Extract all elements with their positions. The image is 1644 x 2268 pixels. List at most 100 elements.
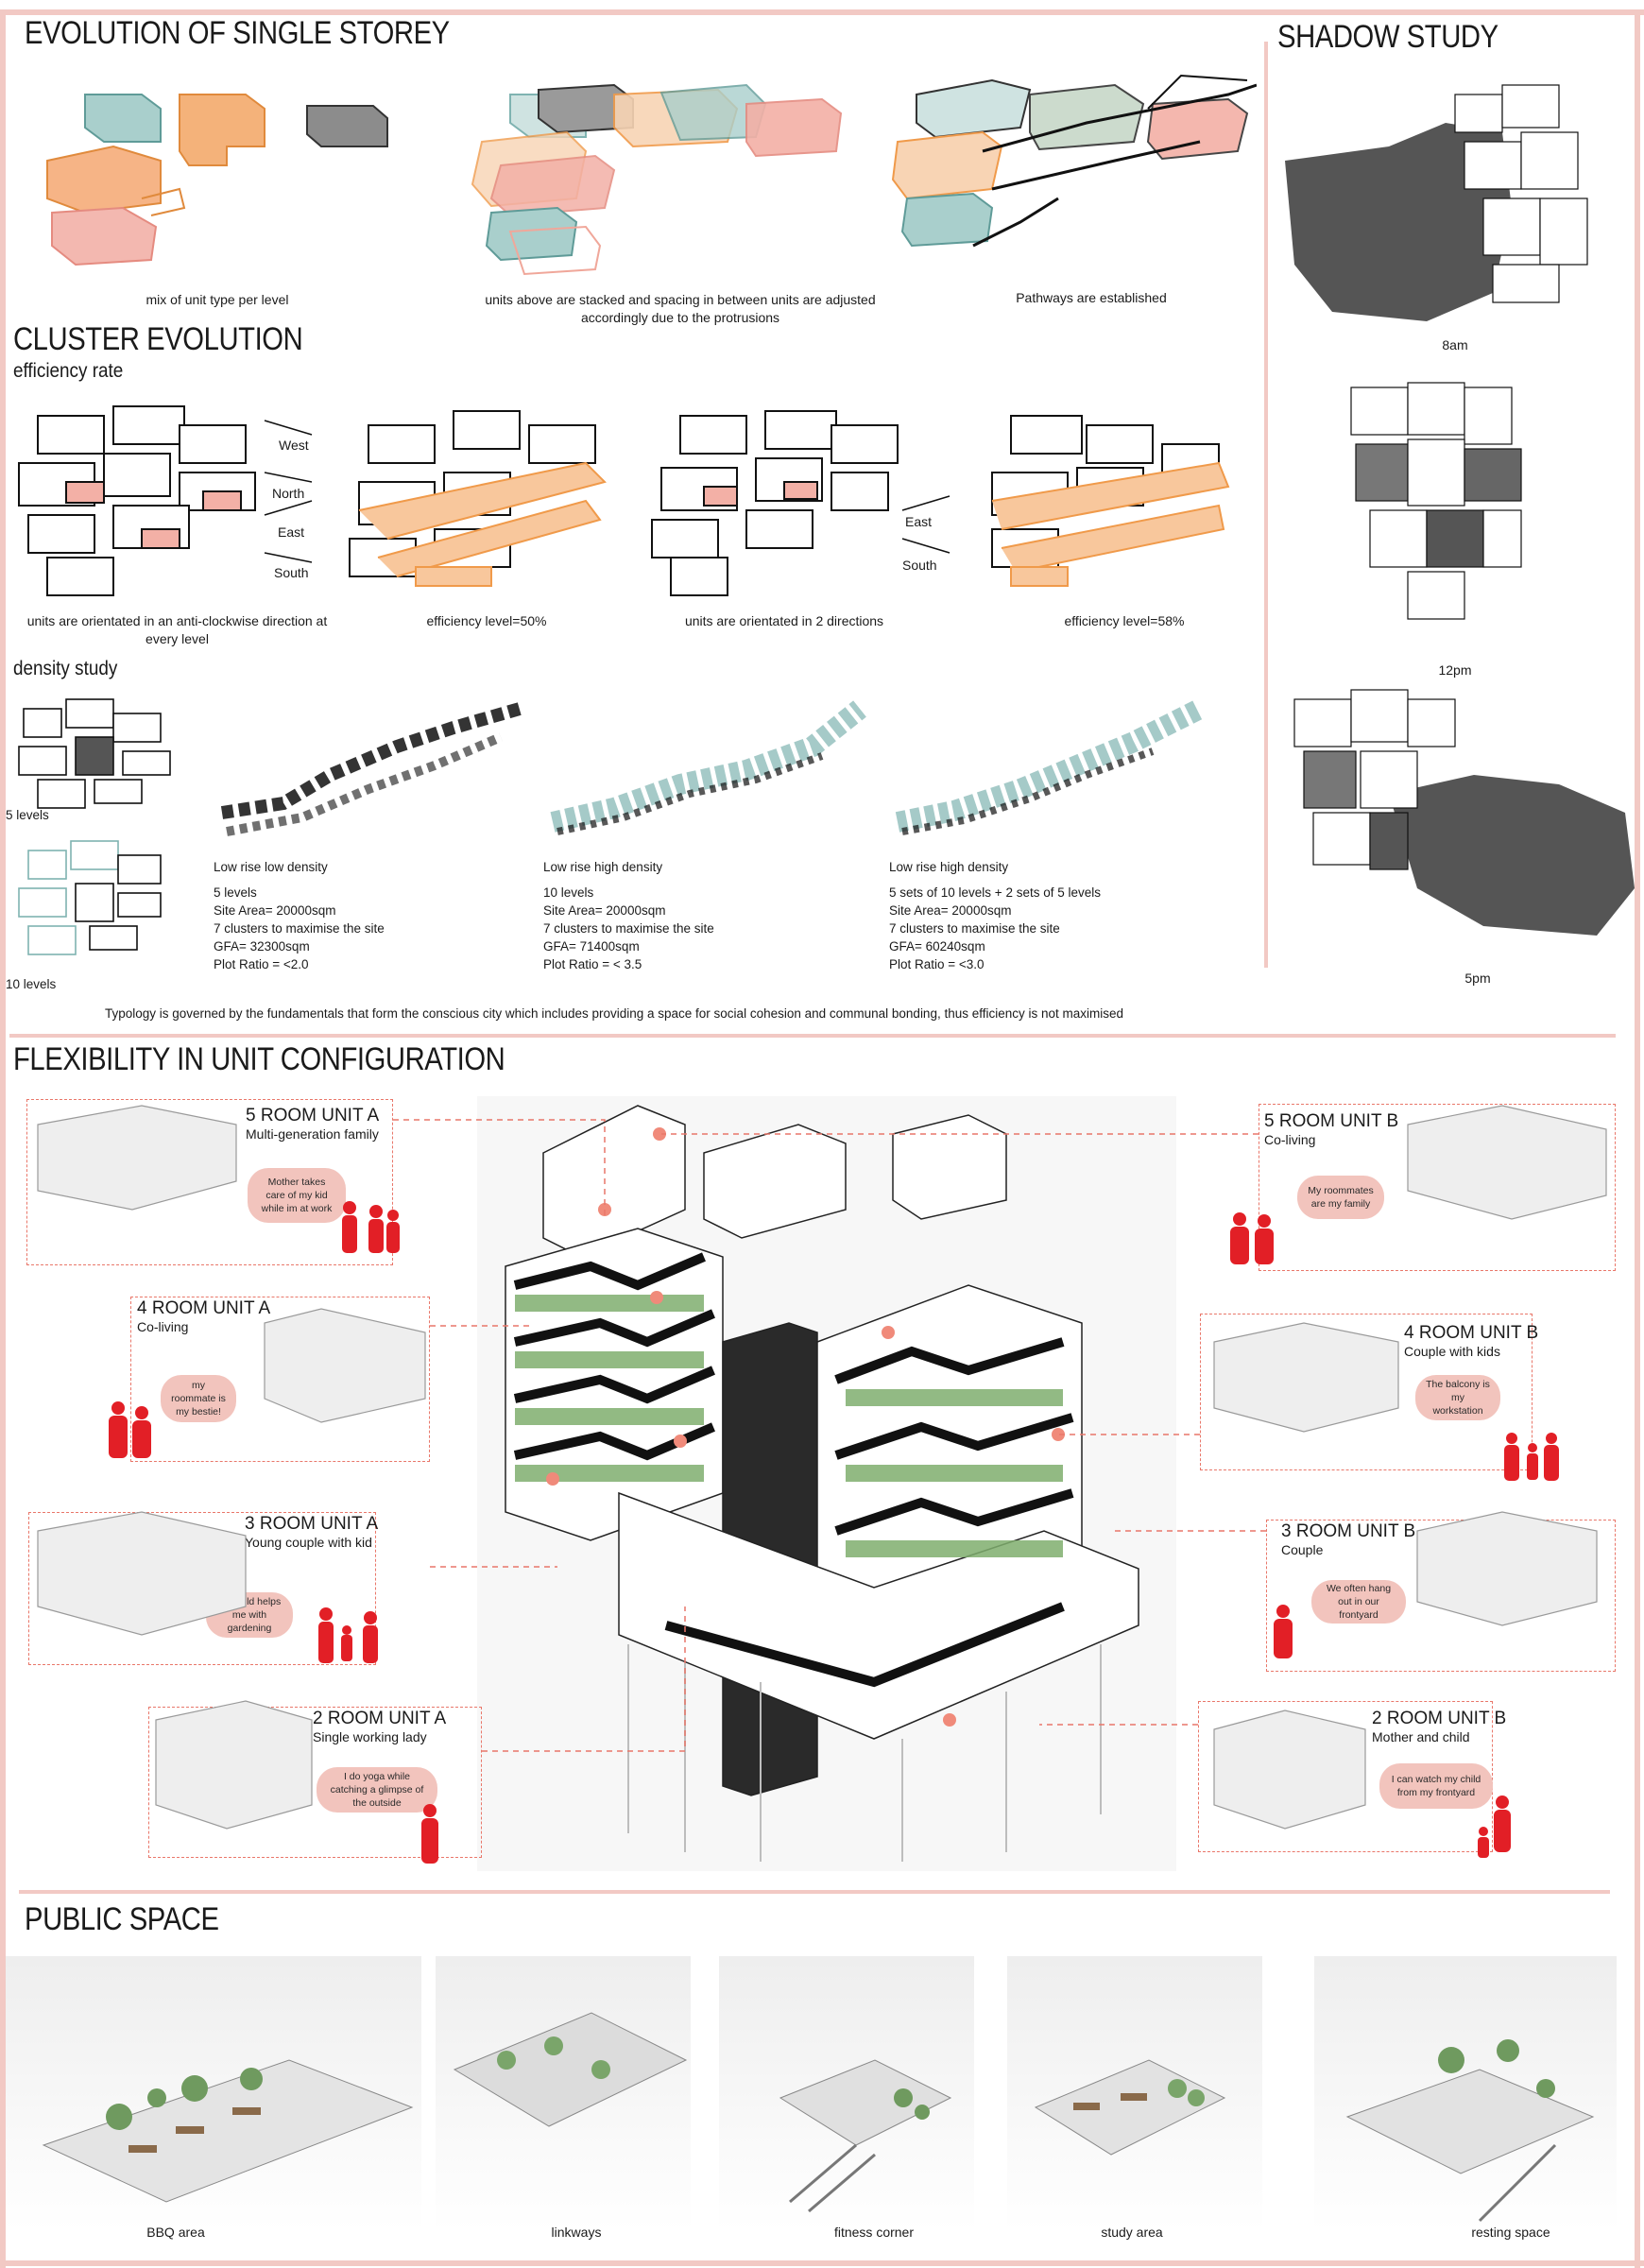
- unit-card-5-room-b: [1259, 1104, 1616, 1271]
- density-case-line: Site Area= 20000sqm: [214, 903, 336, 918]
- unit-plan-2a: [155, 1700, 313, 1830]
- frame-top: [0, 9, 1644, 15]
- density-case-1: Low rise low density 5 levels Site Area=…: [214, 858, 385, 973]
- density-case-line: Plot Ratio = <2.0: [214, 957, 309, 971]
- unit-name: 2 ROOM UNIT B: [1372, 1709, 1507, 1728]
- cluster-arrows-a: [264, 420, 313, 563]
- fitness-corner-illustration: [719, 1956, 974, 2230]
- unit-label-5-room-a: 5 ROOM UNIT A Multi-generation family: [246, 1106, 379, 1142]
- density-case-line: Site Area= 20000sqm: [543, 903, 666, 918]
- quote-bubble: The balcony is my workstation: [1415, 1375, 1500, 1420]
- public-space-illustrations: [6, 1956, 1617, 2230]
- density-cluster-low-high-2: [895, 699, 1205, 835]
- density-diagrams: [18, 698, 1205, 955]
- shadow-12pm: [1350, 382, 1522, 620]
- study-area-illustration: [1007, 1956, 1262, 2230]
- density-level-label-10: 10 levels: [6, 977, 57, 991]
- cluster-caption-4: efficiency level=58%: [1064, 613, 1185, 628]
- unit-name: 2 ROOM UNIT A: [313, 1709, 447, 1728]
- density-case-line: 7 clusters to maximise the site: [889, 921, 1060, 936]
- quote-bubble: my roommate is my bestie!: [161, 1375, 236, 1422]
- density-case-line: 7 clusters to maximise the site: [543, 921, 714, 936]
- density-10-levels-model: [18, 840, 162, 955]
- unit-occupant: Single working lady: [313, 1729, 427, 1744]
- quote-bubble: My roommates are my family: [1297, 1176, 1384, 1219]
- density-case-2: Low rise high density 10 levels Site Are…: [543, 858, 714, 973]
- evolution-caption-1: mix of unit type per level: [146, 292, 289, 307]
- quote-bubble: We often hang out in our frontyard: [1311, 1580, 1406, 1624]
- density-case-title: Low rise low density: [214, 860, 328, 874]
- unit-name: 3 ROOM UNIT B: [1281, 1521, 1416, 1541]
- bbq-area-illustration: [6, 1956, 421, 2230]
- unit-plan-4a: [264, 1308, 426, 1423]
- unit-plan-2b: [1213, 1710, 1366, 1830]
- density-case-line: Site Area= 20000sqm: [889, 903, 1012, 918]
- quote-bubble: I can watch my child from my frontyard: [1379, 1763, 1493, 1809]
- direction-south-b: South: [902, 558, 937, 573]
- unit-card-4-room-a: [130, 1297, 430, 1462]
- stacked-units-diagram: [471, 83, 843, 276]
- shadow-title: SHADOW STUDY: [1277, 19, 1498, 55]
- unit-occupant: Multi-generation family: [246, 1126, 379, 1142]
- cluster-diagram-4: [991, 415, 1230, 587]
- evolution-diagrams: [46, 74, 1257, 276]
- unit-label-2-room-a: 2 ROOM UNIT A Single working lady: [313, 1709, 446, 1744]
- cluster-title: CLUSTER EVOLUTION: [13, 321, 303, 357]
- unit-label-4-room-b: 4 ROOM UNIT B Couple with kids: [1404, 1323, 1538, 1359]
- unit-occupant: Mother and child: [1372, 1729, 1470, 1744]
- frame-left: [0, 9, 6, 2268]
- density-case-title: Low rise high density: [889, 860, 1009, 874]
- unit-card-4-room-b: [1200, 1314, 1533, 1470]
- density-cluster-low-high-1: [550, 700, 866, 835]
- unit-plan-4b: [1213, 1322, 1399, 1433]
- quote-bubble: My child helps me with gardening: [206, 1592, 293, 1638]
- quote-bubble: Mother takes care of my kid while im at …: [248, 1168, 346, 1223]
- unit-card-3-room-a: [28, 1512, 376, 1665]
- cluster-diagram-2: [349, 410, 607, 587]
- pathways-diagram: [891, 74, 1257, 248]
- shadow-time-8am: 8am: [1442, 337, 1468, 352]
- people-silhouettes: [109, 1201, 1559, 1864]
- flexibility-title: FLEXIBILITY IN UNIT CONFIGURATION: [13, 1041, 505, 1077]
- cluster-diagram-1: [18, 405, 256, 596]
- unit-plan-5a: [37, 1105, 237, 1211]
- unit-occupant: Co-living: [1264, 1132, 1316, 1147]
- unit-plan-3b: [1416, 1511, 1598, 1626]
- divider-public-space: [19, 1890, 1610, 1894]
- cluster-caption-2: efficiency level=50%: [426, 613, 547, 628]
- shadow-5pm: [1293, 689, 1635, 936]
- unit-name: 5 ROOM UNIT A: [246, 1106, 380, 1125]
- unit-mix-diagram: [46, 94, 388, 266]
- density-study-label: density study: [13, 658, 118, 679]
- shadow-time-5pm: 5pm: [1464, 971, 1491, 986]
- direction-south-a: South: [274, 565, 309, 580]
- unit-label-4-room-a: 4 ROOM UNIT A Co-living: [137, 1298, 270, 1334]
- density-case-line: 5 levels: [214, 885, 257, 900]
- shadow-8am: [1285, 84, 1588, 321]
- unit-name: 4 ROOM UNIT A: [137, 1298, 271, 1318]
- density-case-line: 7 clusters to maximise the site: [214, 921, 385, 936]
- unit-illustrations: [37, 1105, 1607, 1864]
- shadow-time-12pm: 12pm: [1438, 662, 1472, 678]
- direction-west: West: [279, 438, 309, 453]
- frame-bottom: [0, 2260, 1644, 2266]
- density-case-line: Plot Ratio = <3.0: [889, 957, 985, 971]
- density-5-levels-model: [18, 698, 171, 809]
- unit-plan-5b: [1407, 1105, 1607, 1220]
- shadow-diagrams: [1285, 84, 1635, 936]
- unit-card-2-room-a: [148, 1707, 482, 1858]
- density-case-title: Low rise high density: [543, 860, 663, 874]
- unit-label-3-room-b: 3 ROOM UNIT B Couple: [1281, 1521, 1415, 1557]
- unit-occupant: Young couple with kid: [245, 1535, 372, 1550]
- unit-occupant: Couple with kids: [1404, 1344, 1500, 1359]
- direction-east-a: East: [278, 524, 305, 540]
- direction-east-b: East: [905, 514, 933, 529]
- density-case-line: 5 sets of 10 levels + 2 sets of 5 levels: [889, 885, 1101, 900]
- resting-space-illustration: [1314, 1956, 1617, 2230]
- unit-name: 5 ROOM UNIT B: [1264, 1111, 1399, 1131]
- cluster-caption-3: units are orientated in 2 directions: [684, 613, 884, 628]
- divider-flexibility: [9, 1034, 1616, 1038]
- evolution-caption-3: Pathways are established: [1016, 290, 1167, 305]
- unit-label-2-room-b: 2 ROOM UNIT B Mother and child: [1372, 1709, 1506, 1744]
